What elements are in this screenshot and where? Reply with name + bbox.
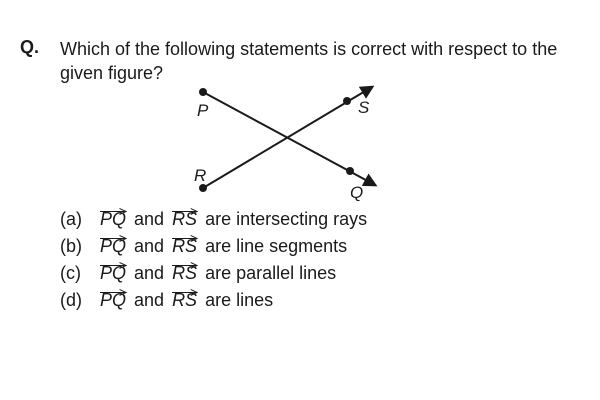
option-letter: (c) — [60, 263, 81, 283]
ray-arrow-icon — [172, 208, 199, 215]
ray-arrow-icon — [100, 208, 128, 215]
ray-arrow-icon — [172, 235, 199, 242]
ray-rs-notation: RS — [172, 258, 199, 287]
option-d[interactable]: (d) PQ and RS are lines — [60, 285, 367, 312]
ray-pq-notation: PQ — [100, 231, 128, 260]
option-letter: (b) — [60, 236, 82, 256]
point-q — [346, 167, 354, 175]
and-text: and — [134, 263, 165, 283]
point-p — [199, 88, 207, 96]
ray-arrow-icon — [100, 262, 128, 269]
ray-rs-notation: RS — [172, 204, 199, 233]
option-text: are intersecting rays — [205, 209, 368, 229]
option-text: are lines — [205, 290, 274, 310]
question-text: Which of the following statements is cor… — [60, 39, 558, 83]
ray-arrow-icon — [100, 289, 128, 296]
option-letter: (a) — [60, 209, 82, 229]
point-label-s: S — [358, 98, 370, 117]
and-text: and — [134, 290, 165, 310]
and-text: and — [134, 209, 165, 229]
option-b[interactable]: (b) PQ and RS are line segments — [60, 231, 367, 258]
point-label-r: R — [194, 166, 206, 185]
ray-rs-notation: RS — [172, 285, 199, 314]
option-c[interactable]: (c) PQ and RS are parallel lines — [60, 258, 367, 285]
option-text: are parallel lines — [205, 263, 337, 283]
ray-rs-notation: RS — [172, 231, 199, 260]
point-label-p: P — [197, 101, 209, 120]
question-label: Q. — [20, 37, 40, 57]
ray-arrow-icon — [172, 289, 199, 296]
ray-rs — [202, 85, 375, 189]
ray-pq-notation: PQ — [100, 204, 128, 233]
option-letter: (d) — [60, 290, 82, 310]
option-a[interactable]: (a) PQ and RS are intersecting rays — [60, 204, 367, 231]
ray-arrow-icon — [100, 235, 128, 242]
ray-arrow-icon — [172, 262, 199, 269]
point-r — [199, 184, 207, 192]
ray-pq-notation: PQ — [100, 258, 128, 287]
and-text: and — [134, 236, 165, 256]
point-label-q: Q — [350, 183, 363, 202]
option-text: are line segments — [205, 236, 348, 256]
ray-pq-notation: PQ — [100, 285, 128, 314]
point-s — [343, 97, 351, 105]
